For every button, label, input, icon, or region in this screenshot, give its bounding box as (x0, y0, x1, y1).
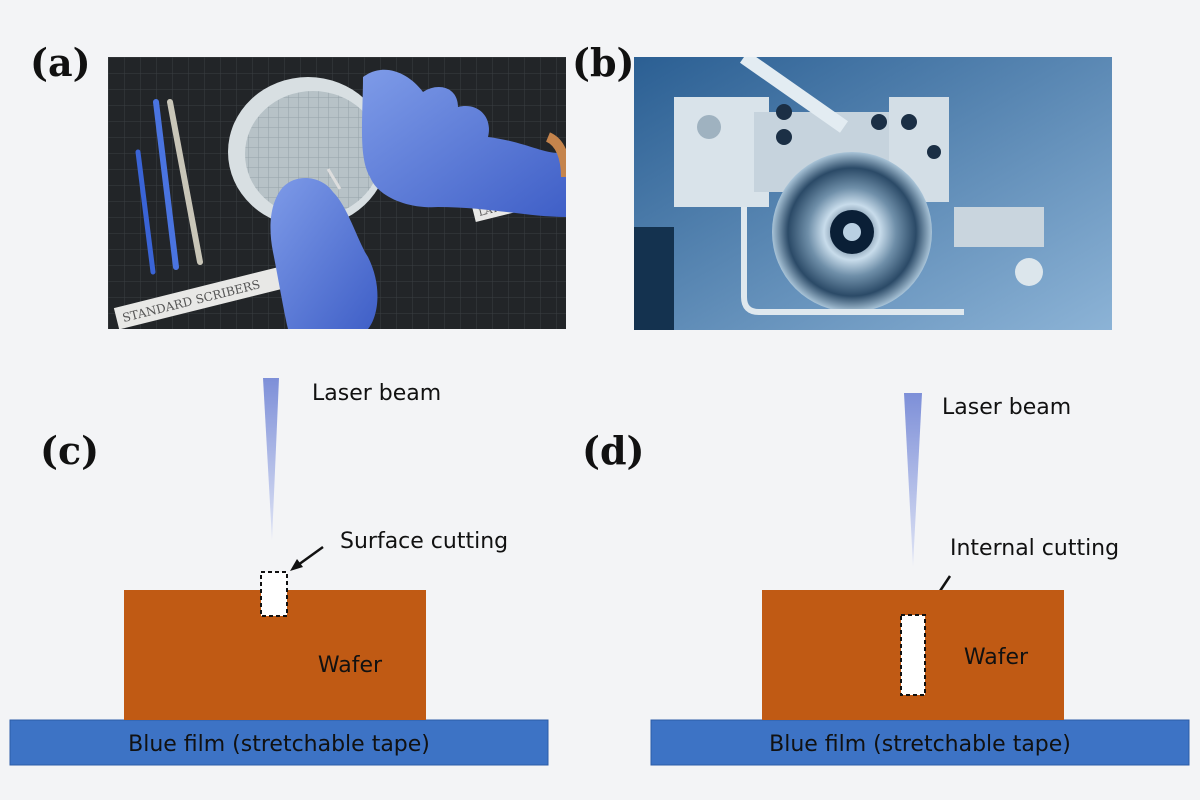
laser-label-d: Laser beam (942, 395, 1071, 420)
panel-c-diagram: Laser beam Surface cutting Blue film (st… (9, 378, 549, 766)
cut-arrow-c (297, 545, 324, 567)
panel-a-letter: (a) (30, 40, 91, 85)
coolant-arm (739, 57, 849, 133)
panel-d-diagram: Laser beam Internal cutting Blue film (s… (650, 393, 1190, 766)
panel-b-letter: (b) (572, 40, 635, 85)
blade-center (843, 223, 861, 241)
bolt (697, 115, 721, 139)
laser-beam-d (904, 393, 922, 566)
bolt-hole (776, 104, 792, 120)
scribe-tip (326, 168, 342, 190)
left-gloved-hand (270, 177, 378, 329)
cut-arrow-head-c (290, 559, 303, 571)
blue-film-d (650, 719, 1190, 766)
mount-block-left (674, 97, 769, 207)
scriber-tool (135, 149, 156, 275)
cut-label-d: Internal cutting (950, 536, 1119, 561)
film-label-c: Blue film (stretchable tape) (128, 732, 430, 757)
laser-beam-c (263, 378, 279, 540)
panel-d-letter: (d) (582, 428, 645, 473)
film-label-d: Blue film (stretchable tape) (769, 732, 1071, 757)
blue-film-c (9, 719, 549, 766)
wafer-label-d: Wafer (964, 645, 1029, 670)
right-gloved-hand (361, 69, 566, 218)
wrist (545, 132, 566, 178)
bolt-hole (927, 145, 941, 159)
panel-c-letter: (c) (40, 428, 100, 473)
scriber-tool (167, 99, 203, 265)
laser-label-c: Laser beam (312, 381, 441, 406)
cut-label-c: Surface cutting (340, 529, 508, 554)
surface-cut-region (260, 571, 288, 617)
wafer-label-c: Wafer (318, 653, 383, 678)
bolt-hole (901, 114, 917, 130)
shadow-area (634, 227, 674, 330)
panel-b-photo (634, 57, 1112, 330)
panel-a-photo: STANDARD SCRIBERS LATTICE (108, 57, 566, 329)
coolant-pipe (741, 207, 964, 315)
scribing-photo-illustration: STANDARD SCRIBERS LATTICE (108, 57, 566, 329)
bolt-hole (776, 129, 792, 145)
fitting (1015, 258, 1043, 286)
wafer-die-grid (245, 91, 381, 217)
internal-cut-region (900, 614, 926, 696)
scriber-tool (153, 99, 179, 270)
bolt-hole (871, 114, 887, 130)
dicing-saw-illustration (634, 57, 1112, 330)
nozzle-block (954, 207, 1044, 247)
